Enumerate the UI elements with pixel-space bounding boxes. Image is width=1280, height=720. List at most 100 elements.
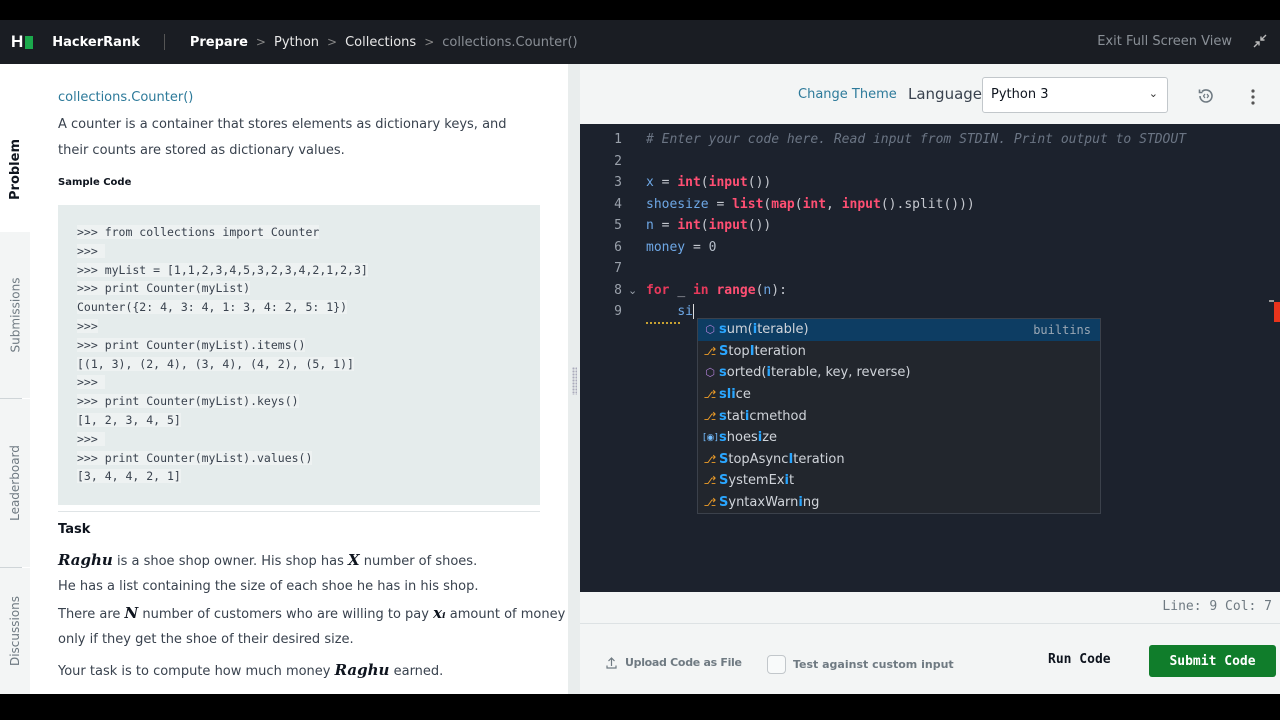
editor-toolbar: Change Theme Language Python 3 ⌄ <box>580 64 1280 124</box>
tab-label: Leaderboard <box>8 445 23 521</box>
tab-divider <box>0 567 22 568</box>
problem-pane: Problem Submissions Leaderboard Discussi… <box>0 64 568 694</box>
tab-problem[interactable]: Problem <box>0 104 30 234</box>
collapse-icon[interactable] <box>1252 33 1268 49</box>
code-line: [1, 2, 3, 4, 5] <box>77 412 181 427</box>
bottom-letterbox <box>0 694 1280 720</box>
code-line: >>> from collections import Counter <box>77 225 320 239</box>
code-line-current: si <box>677 304 694 319</box>
language-label: Language <box>908 85 983 103</box>
tab-label: Discussions <box>8 595 23 667</box>
hackerrank-logo[interactable]: H <box>11 32 34 52</box>
drag-handle-icon[interactable] <box>572 367 577 395</box>
upload-code-button[interactable]: Upload Code as File <box>606 656 742 669</box>
text-cursor <box>692 304 694 319</box>
tab-discussions[interactable]: Discussions <box>0 568 30 694</box>
method-icon: ⬡ <box>705 323 715 337</box>
breadcrumb-collections[interactable]: Collections <box>345 34 417 50</box>
code-line: >>> <box>77 431 105 446</box>
tab-submissions[interactable]: Submissions <box>0 232 30 398</box>
vertical-tabs: Problem Submissions Leaderboard Discussi… <box>0 64 30 694</box>
code-line: >>> print Counter(myList).keys() <box>77 394 299 409</box>
task-paragraph: only if they get the shoe of their desir… <box>58 632 354 647</box>
line-number: 9 <box>614 304 622 319</box>
line-number: 6 <box>614 240 622 255</box>
problem-description: A counter is a container that stores ele… <box>58 117 507 158</box>
upload-label: Upload Code as File <box>625 656 742 669</box>
error-marker[interactable] <box>1274 302 1280 322</box>
code-line: n = int(input()) <box>646 218 772 233</box>
line-number: 5 <box>614 218 622 233</box>
code-line: >>> myList = [1,1,2,3,4,5,3,2,3,4,2,1,2,… <box>77 262 368 277</box>
code-line: >>> <box>77 375 105 390</box>
autocomplete-popup: ⬡ sum(iterable) builtins ⎇ StopIteration… <box>697 318 1101 514</box>
brand-name[interactable]: HackerRank <box>52 34 140 50</box>
line-number: 7 <box>614 261 622 276</box>
suggestion-item[interactable]: ⬡ sum(iterable) builtins <box>698 319 1100 341</box>
divider <box>163 34 165 50</box>
chevron-right-icon: > <box>424 35 435 49</box>
divider <box>58 511 540 512</box>
class-icon: ⎇ <box>703 496 717 510</box>
submit-code-button[interactable]: Submit Code <box>1149 645 1276 677</box>
variable-icon: [◉] <box>703 432 718 443</box>
suggestion-item[interactable]: ⎇ slice <box>703 387 751 403</box>
custom-input-checkbox[interactable] <box>767 655 786 674</box>
math-var: N <box>124 604 139 622</box>
math-var: X <box>348 551 360 569</box>
language-select[interactable]: Python 3 ⌄ <box>982 77 1168 113</box>
suggestion-item[interactable]: ⎇ StopIteration <box>703 343 806 359</box>
suggestion-item[interactable]: ⎇ SyntaxWarning <box>703 495 820 511</box>
line-number: 2 <box>614 154 622 169</box>
code-line: >>> print Counter(myList).items() <box>77 337 306 352</box>
upload-icon <box>606 656 617 669</box>
change-theme-link[interactable]: Change Theme <box>798 87 897 102</box>
logo-letter: H <box>11 32 24 51</box>
class-icon: ⎇ <box>703 409 717 423</box>
breadcrumb-prepare[interactable]: Prepare <box>189 34 248 50</box>
code-line: >>> <box>77 318 98 333</box>
suggestion-detail: builtins <box>1033 322 1091 337</box>
code-line: Counter({2: 4, 3: 4, 1: 3, 4: 2, 5: 1}) <box>77 300 348 315</box>
restore-history-icon[interactable] <box>1197 87 1215 105</box>
suggestion-item[interactable]: ⎇ staticmethod <box>703 408 807 424</box>
line-number: 8 <box>614 283 622 298</box>
code-line-comment: # Enter your code here. Read input from … <box>646 132 1187 147</box>
exit-fullscreen-button[interactable]: Exit Full Screen View <box>1097 34 1232 49</box>
task-paragraph: There are N number of customers who are … <box>58 604 566 622</box>
line-number: 3 <box>614 175 622 190</box>
breadcrumb-current: collections.Counter() <box>442 34 578 50</box>
chevron-down-icon: ⌄ <box>1148 87 1158 100</box>
task-paragraph: Your task is to compute how much money R… <box>58 661 444 679</box>
sample-code-heading: Sample Code <box>58 177 132 188</box>
top-letterbox <box>0 0 1280 20</box>
code-line: [3, 4, 4, 2, 1] <box>77 469 181 484</box>
breadcrumb-python[interactable]: Python <box>273 34 320 50</box>
line-number: 4 <box>614 197 622 212</box>
line-number: 1 <box>614 132 622 147</box>
editor-footer: Upload Code as File Test against custom … <box>580 632 1280 694</box>
code-line: >>> print Counter(myList) <box>77 281 251 296</box>
task-paragraph: Raghu is a shoe shop owner. His shop has… <box>58 551 478 569</box>
language-value: Python 3 <box>991 87 1049 102</box>
code-line: x = int(input()) <box>646 175 772 190</box>
tab-label: Submissions <box>8 277 22 353</box>
class-icon: ⎇ <box>703 344 717 358</box>
problem-title-link[interactable]: collections.Counter() <box>58 90 194 105</box>
breadcrumb: Prepare > Python > Collections > collect… <box>190 35 578 50</box>
run-code-button[interactable]: Run Code <box>1048 652 1111 667</box>
math-var: xᵢ <box>433 604 446 622</box>
more-options-icon[interactable] <box>1250 88 1256 106</box>
suggestion-item[interactable]: ⎇ SystemExit <box>703 473 795 489</box>
suggestion-item[interactable]: [◉] shoesize <box>703 430 778 446</box>
code-line: for _ in range(n): <box>646 283 787 298</box>
suggestion-item[interactable]: ⎇ StopAsyncIteration <box>703 451 845 467</box>
suggestion-item[interactable]: ⬡ sorted(iterable, key, reverse) <box>698 362 1100 384</box>
logo-green-bar <box>25 35 34 49</box>
math-var: Raghu <box>334 661 390 679</box>
chevron-right-icon: > <box>327 35 338 49</box>
custom-input-label[interactable]: Test against custom input <box>793 658 954 671</box>
fold-chevron-icon[interactable]: ⌄ <box>628 284 638 297</box>
tab-leaderboard[interactable]: Leaderboard <box>0 399 30 567</box>
code-line: >>> print Counter(myList).values() <box>77 450 313 465</box>
